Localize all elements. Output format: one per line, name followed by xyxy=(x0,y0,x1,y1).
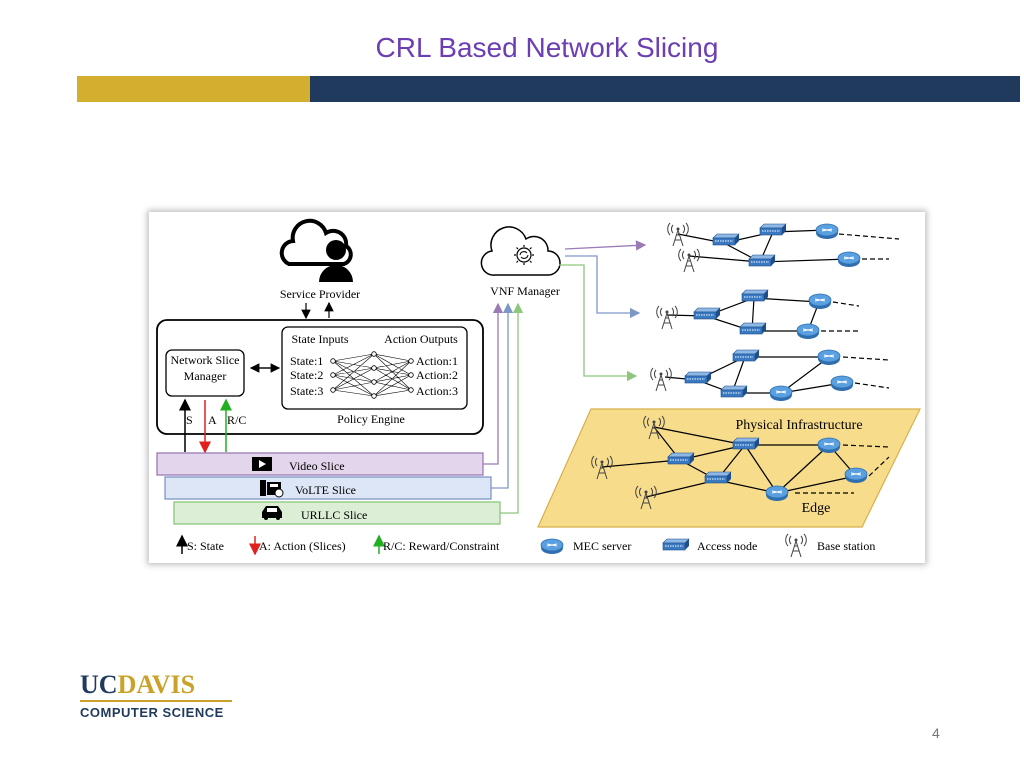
video-icon xyxy=(252,457,272,471)
ucdavis-wordmark: UCDAVIS xyxy=(80,672,232,698)
state-inputs-label: State Inputs xyxy=(292,332,349,346)
vnf-manager-label: VNF Manager xyxy=(490,284,560,298)
nsm-label-line2: Manager xyxy=(184,369,227,383)
nsm-label-line1: Network Slice xyxy=(171,353,240,367)
action-1: Action:1 xyxy=(416,354,458,368)
state-3: State:3 xyxy=(290,384,323,398)
access-node-icon xyxy=(662,538,690,551)
legend-base: Base station xyxy=(817,539,875,553)
video-slice-network xyxy=(677,229,900,263)
volte-slice-label: VoLTE Slice xyxy=(295,483,356,497)
legend-reward: R/C: Reward/Constraint xyxy=(383,539,500,553)
logo-subtitle: COMPUTER SCIENCE xyxy=(80,705,224,720)
diagram-svg: Service Provider VNF Manager Network Sli… xyxy=(156,218,921,558)
logo-uc: UC xyxy=(80,670,118,699)
physical-infrastructure-plane xyxy=(537,408,921,528)
urllc-to-vnf-line xyxy=(500,302,524,514)
video-to-vnf-line xyxy=(483,302,504,465)
rc-label: R/C xyxy=(227,413,246,427)
s-label: S xyxy=(186,413,193,427)
legend-access: Access node xyxy=(697,539,757,553)
car-icon xyxy=(262,506,282,520)
page-number: 4 xyxy=(932,725,940,741)
base-station-icon xyxy=(785,533,807,558)
logo-rule xyxy=(80,700,232,702)
mec-server-icon xyxy=(540,538,564,555)
network-slicing-figure: Service Provider VNF Manager Network Sli… xyxy=(149,212,925,563)
vnf-manager-icon xyxy=(480,226,561,276)
policy-engine-label: Policy Engine xyxy=(337,412,405,426)
slide-title: CRL Based Network Slicing xyxy=(375,32,719,63)
vnf-to-urllc-network xyxy=(559,264,638,382)
urllc-slice-label: URLLC Slice xyxy=(301,508,367,522)
state-1: State:1 xyxy=(290,354,323,368)
action-outputs-label: Action Outputs xyxy=(384,332,458,346)
a-label: A xyxy=(208,413,217,427)
network-slice-manager-box xyxy=(165,349,245,397)
volte-to-vnf-line xyxy=(491,302,514,489)
legend-action: A: Action (Slices) xyxy=(259,539,346,553)
video-slice-label: Video Slice xyxy=(289,459,345,473)
edge-label: Edge xyxy=(802,501,831,516)
ucdavis-logo: UCDAVIS COMPUTER SCIENCE xyxy=(80,672,232,720)
physical-infrastructure-label: Physical Infrastructure xyxy=(735,418,862,433)
logo-davis: DAVIS xyxy=(117,670,196,699)
service-provider-label: Service Provider xyxy=(280,287,360,301)
header-bar-gold xyxy=(77,76,310,102)
legend-mec: MEC server xyxy=(573,539,631,553)
action-3: Action:3 xyxy=(416,384,458,398)
neural-network-icon xyxy=(330,351,414,399)
service-provider-icon xyxy=(279,218,353,282)
legend-state: S: State xyxy=(187,539,224,553)
state-2: State:2 xyxy=(290,368,323,382)
vnf-to-video-network xyxy=(564,240,647,251)
header-bar-navy xyxy=(310,76,1020,102)
vnf-to-volte-network xyxy=(565,255,641,319)
action-2: Action:2 xyxy=(416,368,458,382)
volte-phone-icon xyxy=(260,480,284,498)
legend: S: State A: Action (Slices) R/C: Reward/… xyxy=(176,533,875,558)
